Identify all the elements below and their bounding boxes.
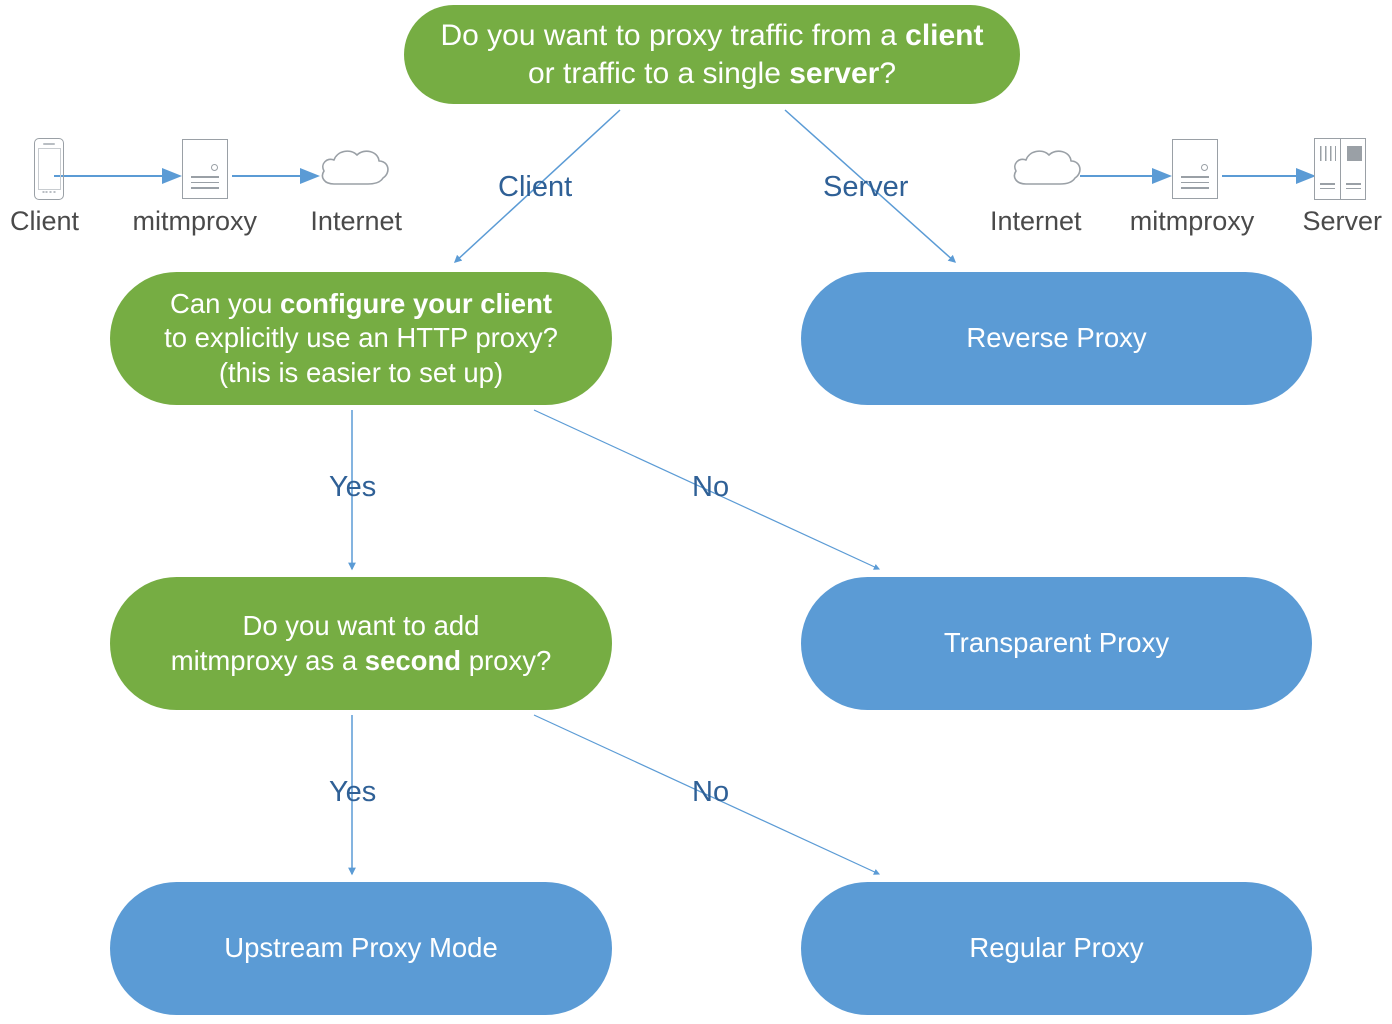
client-to-internet-captions: Client mitmproxy Internet [4, 206, 408, 237]
decision-node-configure-client[interactable]: Can you configure your client to explici… [110, 272, 612, 405]
client-to-internet-arrows [54, 168, 320, 184]
caption-mitmproxy-left: mitmproxy [132, 206, 257, 236]
cloud-icon [1013, 150, 1081, 185]
outcome-node-upstream-proxy-mode[interactable]: Upstream Proxy Mode [110, 882, 612, 1015]
client-to-internet-glyphs [4, 132, 408, 210]
edge-label-no-configure: No [692, 471, 730, 503]
internet-to-server-flow: Internet mitmproxy Server [984, 132, 1388, 244]
edge-label-no-second: No [692, 776, 730, 808]
cloud-icon [321, 150, 389, 185]
outcome-node-upstream-proxy-mode-label: Upstream Proxy Mode [224, 932, 498, 964]
decision-node-configure-client-text: Can you configure your client to explici… [164, 288, 558, 388]
proxy-icon [1172, 139, 1218, 199]
caption-server: Server [1302, 206, 1382, 236]
outcome-node-reverse-proxy-label: Reverse Proxy [966, 322, 1147, 354]
edge-label-yes-second: Yes [329, 776, 377, 808]
internet-to-server-glyphs [984, 132, 1388, 210]
caption-internet-left: Internet [310, 206, 402, 236]
edge-label-yes-configure: Yes [329, 471, 377, 503]
internet-to-server-arrows [1080, 168, 1316, 184]
phone-icon [34, 138, 64, 200]
decision-node-second-proxy-text: Do you want to add mitmproxy as a second… [170, 610, 552, 676]
edge-label-server: Server [823, 171, 909, 203]
decision-node-proxy-direction[interactable]: Do you want to proxy traffic from a clie… [404, 5, 1020, 104]
caption-mitmproxy-right: mitmproxy [1129, 206, 1255, 236]
outcome-node-regular-proxy[interactable]: Regular Proxy [801, 882, 1312, 1015]
outcome-node-reverse-proxy[interactable]: Reverse Proxy [801, 272, 1312, 405]
decision-node-second-proxy[interactable]: Do you want to add mitmproxy as a second… [110, 577, 612, 710]
edge-label-client: Client [498, 171, 573, 203]
caption-internet-right: Internet [990, 206, 1082, 236]
outcome-node-transparent-proxy-label: Transparent Proxy [943, 627, 1170, 659]
decision-node-proxy-direction-text: Do you want to proxy traffic from a clie… [440, 19, 984, 90]
proxy-icon [182, 139, 228, 199]
outcome-node-transparent-proxy[interactable]: Transparent Proxy [801, 577, 1312, 710]
internet-to-server-captions: Internet mitmproxy Server [984, 206, 1388, 237]
client-to-internet-flow: Client mitmproxy Internet [4, 132, 408, 244]
server-icon [1314, 138, 1366, 200]
caption-client: Client [10, 206, 80, 236]
outcome-node-regular-proxy-label: Regular Proxy [969, 932, 1144, 964]
